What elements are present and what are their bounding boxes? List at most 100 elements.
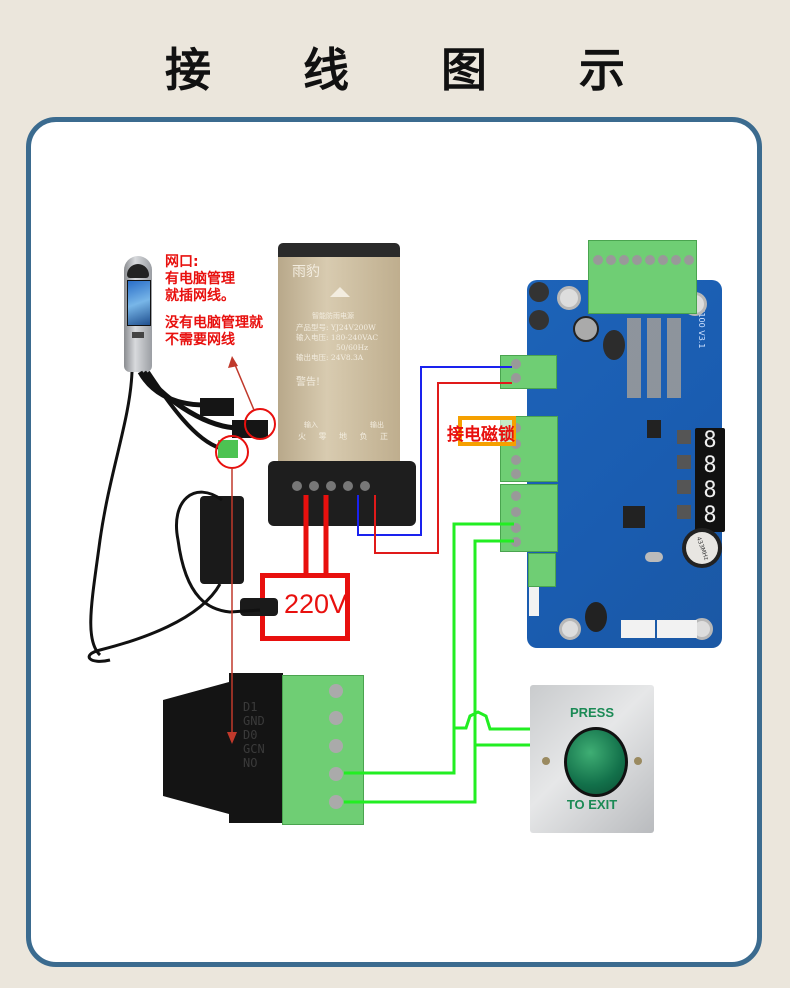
screw [329, 739, 343, 753]
face-terminal [124, 256, 152, 372]
exit-button-top-text: PRESS [569, 705, 615, 720]
connector-terminal-block [282, 675, 364, 825]
note-line: 就插网线。 [165, 288, 235, 304]
screw [606, 255, 616, 265]
screw-terminal [326, 481, 336, 491]
spec-value: 24V8.3A [330, 353, 364, 362]
magnetic-lock-label: 接电磁锁 [447, 425, 515, 445]
plug-icon [240, 598, 278, 616]
screw [329, 795, 343, 809]
rf-frequency-label: 433MHz [694, 535, 710, 561]
aux-terminal-block [528, 553, 556, 587]
screw [511, 373, 521, 383]
psu-arrow-icon [330, 287, 350, 297]
tact-button [677, 505, 691, 519]
screw [511, 523, 521, 533]
screw [593, 255, 603, 265]
pin-label: D1 [243, 700, 258, 714]
screw [329, 767, 343, 781]
pin-label: GND [243, 714, 265, 728]
screw [511, 469, 521, 479]
screw [645, 255, 655, 265]
screw [329, 684, 343, 698]
connector-white [679, 620, 697, 638]
screw [511, 507, 521, 517]
page-title: 接 线 图 示 [164, 43, 664, 97]
power-adapter [200, 496, 244, 584]
screw [511, 455, 521, 465]
psu-brand: 雨豹 [292, 264, 320, 280]
psu-group-labels: 输入 输出 [304, 420, 384, 430]
screw [619, 255, 629, 265]
screw [511, 439, 521, 449]
spec-label: 输入电压: [296, 333, 329, 342]
wiegand-connector [163, 673, 283, 823]
pin-label: D0 [243, 728, 258, 742]
digit: 8 [703, 503, 717, 528]
screw [671, 255, 681, 265]
power-supply: 雨豹 智能防雨电源 产品型号: YJ24V200W 输入电压: 180-240V… [268, 243, 416, 526]
note-line: 网口: [165, 254, 199, 270]
mounting-hole [557, 286, 581, 310]
terminal-label: 地 [339, 432, 347, 441]
screw [329, 711, 343, 725]
screw-terminal [309, 481, 319, 491]
chip [623, 506, 645, 528]
chip [647, 420, 661, 438]
psu-spec-block: 产品型号: YJ24V200W 输入电压: 180-240VAC 50/60Hz… [296, 323, 378, 363]
screw [684, 255, 694, 265]
screw [511, 491, 521, 501]
screw [632, 255, 642, 265]
note-line: 有电脑管理 [165, 271, 235, 287]
terminal-badge [132, 332, 144, 338]
terminal-camera [127, 264, 149, 278]
screw-hole [542, 757, 550, 765]
tact-button [677, 455, 691, 469]
terminal-label: 负 [359, 432, 368, 441]
mains-voltage-label: 220V [284, 589, 348, 619]
psu-top-cap [278, 243, 400, 259]
psu-terminal-block [268, 461, 416, 526]
terminal-label: 正 [380, 432, 388, 441]
network-port-note: 网口: 有电脑管理 就插网线。 没有电脑管理就 不需要网线 [165, 254, 263, 349]
button-terminal-block [500, 484, 558, 552]
connector-pin-labels: D1 GND D0 GCN NO [243, 700, 265, 770]
screw-hole [634, 757, 642, 765]
psu-terminal-labels: 火 零 地 负 正 [298, 431, 388, 442]
tact-button [677, 430, 691, 444]
digit: 8 [703, 478, 717, 503]
input-group-label: 输入 [304, 421, 318, 429]
power-terminal-block [500, 355, 557, 389]
psu-warning: 警告! [296, 377, 321, 388]
connector-white [529, 580, 539, 616]
connector-white [621, 620, 655, 638]
mounting-hole [559, 618, 581, 640]
pin-label: NO [243, 756, 258, 770]
segment-display: 8 8 8 8 [695, 428, 725, 532]
tact-button [677, 480, 691, 494]
pin-label: GCN [243, 742, 265, 756]
crystal [645, 552, 663, 562]
note-line: 不需要网线 [165, 332, 235, 348]
screw-terminal [292, 481, 302, 491]
spec-label: 产品型号: [296, 323, 329, 332]
exit-button: PRESS TO EXIT [530, 685, 654, 833]
psu-product-name: 智能防雨电源 [312, 312, 354, 320]
buzzer [585, 602, 607, 632]
spec-value: YJ24V200W [330, 323, 376, 332]
digit: 8 [703, 453, 717, 478]
capacitor [529, 310, 549, 330]
capacitor [529, 282, 549, 302]
screw [658, 255, 668, 265]
screw [511, 423, 521, 433]
exit-button-bottom-text: TO EXIT [566, 797, 618, 812]
terminal-label: 零 [318, 432, 327, 441]
output-group-label: 输出 [370, 421, 384, 429]
capacitor [573, 316, 599, 342]
spec-value: 50/60Hz [336, 343, 369, 352]
controller-board: RM100 V3.1 8 8 8 8 433MHz [527, 280, 725, 648]
digit: 8 [703, 428, 717, 453]
screw [511, 359, 521, 369]
top-terminal-block [588, 240, 697, 314]
screw-terminal [360, 481, 370, 491]
